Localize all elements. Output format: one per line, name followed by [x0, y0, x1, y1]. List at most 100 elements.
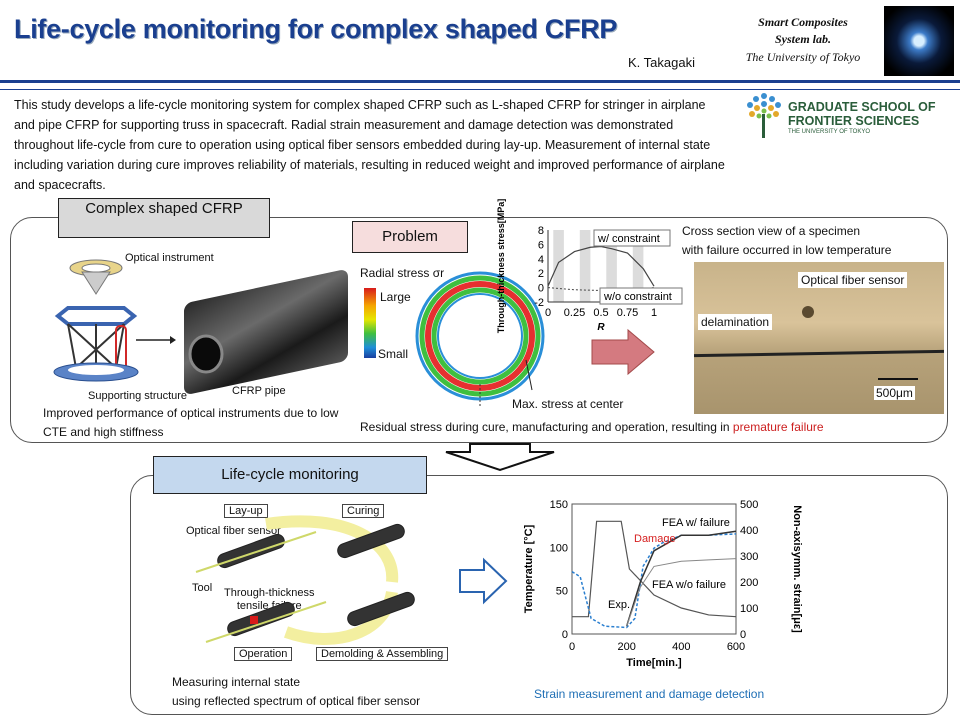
chart1-ytick: 4	[538, 254, 544, 266]
chart2-series-fea-no-failure	[626, 558, 737, 627]
chart1-legend-without: w/o constraint	[603, 291, 672, 303]
delamination-label: delamination	[698, 314, 773, 330]
pipe-opening-icon	[188, 334, 224, 374]
chart2-annotation-fea-failure: FEA w/ failure	[662, 517, 730, 529]
chart1-legend-box-2	[599, 287, 683, 305]
cross-section-line2: with failure occurred in low temperature	[682, 243, 892, 257]
problem-tag: Problem	[352, 221, 468, 253]
chart2-frame	[571, 503, 737, 635]
chart2-xtick: 400	[672, 641, 690, 653]
chart1-ytick: -2	[534, 297, 544, 309]
demolding-label: Demolding & Assembling	[316, 647, 449, 661]
arrow-icon	[136, 336, 176, 344]
problem-arrow-icon	[591, 328, 655, 376]
chart2-series-temperature	[572, 520, 737, 618]
operation-label: Operation	[234, 647, 293, 661]
chart2-ytick: 50	[556, 586, 568, 598]
down-arrow-icon	[445, 443, 555, 472]
tool-label: Tool	[192, 582, 213, 594]
lifecycle-caption-line1: Measuring internal state	[172, 675, 301, 689]
chart1-band-2	[606, 230, 617, 302]
chart1-ylabel: Through-thickness stress[MPa]	[496, 199, 506, 334]
lab-name-line2: System lab.	[775, 32, 831, 46]
chart1-xtick: 0	[545, 307, 551, 319]
school-name-line2: FRONTIER SCIENCES	[788, 114, 920, 128]
chart2-ylabel: Temperature [°C]	[523, 524, 535, 613]
lifecycle-panel	[130, 475, 948, 715]
chart1-xtick: 0.25	[564, 307, 585, 319]
chart1-ytick: 2	[538, 268, 544, 280]
chart2-y2tick: 400	[740, 525, 758, 537]
lifecycle-arrow-icon	[459, 557, 508, 605]
stress-colorbar	[364, 288, 376, 358]
university-name: The University of Tokyo	[745, 50, 861, 64]
chart1-band-1	[579, 230, 591, 302]
large-label: Large	[380, 290, 411, 304]
failure-line1: Through-thickness	[224, 587, 315, 599]
chart2-y2label: Non-axisymm. strain[με]	[791, 505, 803, 633]
scale-label: 500μm	[874, 386, 915, 400]
chart2-xtick: 600	[727, 641, 745, 653]
chart1-xtick: 1	[651, 307, 657, 319]
chart2-ytick: 0	[562, 629, 568, 641]
chart2-series-fea-failure	[625, 530, 737, 627]
header-divider	[0, 80, 960, 90]
problem-caption: Residual stress during cure, manufacturi…	[360, 420, 824, 434]
school-name-line1: GRADUATE SCHOOL OF	[788, 100, 936, 114]
fiber-sensor-dot	[802, 306, 814, 318]
chart1-ytick: 0	[538, 283, 544, 295]
small-label: Small	[378, 347, 409, 361]
chart2-annotation-exp: Exp.	[608, 599, 630, 611]
cross-section-caption: Cross section view of a specimen with fa…	[682, 222, 891, 260]
chart2-xtick: 200	[617, 641, 635, 653]
chart2-xtick: 0	[569, 641, 575, 653]
chart2-y2tick: 200	[740, 577, 758, 589]
chart2-y2tick: 300	[740, 551, 758, 563]
scale-bar	[878, 378, 918, 380]
strain-caption: Strain measurement and damage detection	[534, 687, 765, 701]
fiber-sensor-label: Optical fiber sensor	[798, 272, 908, 288]
stress-ring-plot	[415, 271, 545, 408]
chart2-annotation-fea-no-failure: FEA w/o failure	[652, 579, 726, 591]
chart1-band-3	[632, 230, 644, 302]
complex-cfrp-tag: Complex shaped CFRP	[58, 198, 270, 238]
lifecycle-caption-line2: using reflected spectrum of optical fibe…	[172, 694, 421, 708]
optical-instrument-icon	[53, 259, 139, 382]
chart1-xtick: 0.5	[593, 307, 608, 319]
chart1-series-with-constraint	[547, 245, 655, 287]
strain-temperature-chart: 0 50 100 150 0 100 200 300 400 500 0 200 400 600Time[…	[523, 499, 803, 669]
lifecycle-caption: Measuring internal state using reflected…	[172, 673, 420, 711]
chart2-ytick: 150	[550, 499, 568, 511]
cfrp-pipe-label: CFRP pipe	[232, 385, 286, 397]
chart2-y2tick: 0	[740, 629, 746, 641]
chart1-legend-with: w/ constraint	[597, 233, 660, 245]
curing-label: Curing	[342, 504, 385, 518]
page-title: Life-cycle monitoring for complex shaped…	[14, 14, 618, 44]
optical-instrument-label: Optical instrument	[125, 252, 214, 264]
max-stress-label: Max. stress at center	[512, 397, 624, 411]
lifecycle-diagram	[195, 515, 415, 645]
chart2-y2tick: 100	[740, 603, 758, 615]
tree-logo-icon	[747, 93, 781, 138]
lab-name-line1: Smart Composites	[758, 15, 848, 29]
radial-stress-label: Radial stress σr	[360, 266, 445, 280]
chart1-xlabel: R	[597, 322, 605, 333]
layup-label: Lay-up	[224, 504, 268, 518]
chart2-ytick: 100	[550, 542, 568, 554]
cfrp-caption: Improved performance of optical instrume…	[43, 406, 339, 439]
author: K. Takagaki	[628, 55, 695, 70]
chart1-xtick: 0.75	[617, 307, 638, 319]
chart2-annotation-damage: Damage	[634, 533, 676, 545]
chart1-ytick: 6	[538, 239, 544, 251]
school-name: GRADUATE SCHOOL OF FRONTIER SCIENCES	[788, 100, 935, 128]
abstract-text: This study develops a life-cycle monitor…	[14, 98, 725, 192]
premature-failure-text: premature failure	[732, 420, 824, 434]
lab-logo-icon	[884, 6, 954, 76]
chart2-xlabel: Time[min.]	[626, 657, 682, 669]
supporting-structure-label: Supporting structure	[88, 390, 188, 402]
chart1-band-0	[553, 230, 564, 302]
lifecycle-tag: Life-cycle monitoring	[153, 456, 427, 494]
chart2-y2tick: 500	[740, 499, 758, 511]
cross-section-line1: Cross section view of a specimen	[682, 224, 861, 238]
